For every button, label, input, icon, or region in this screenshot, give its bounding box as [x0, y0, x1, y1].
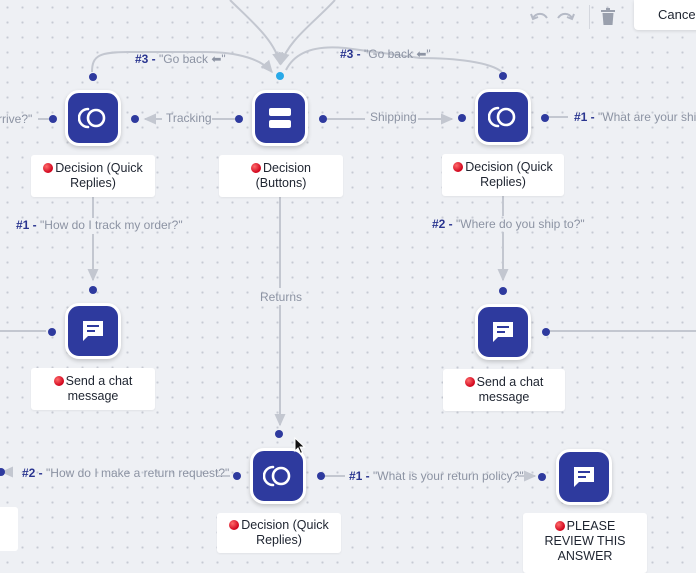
- status-dot-icon: [53, 376, 64, 386]
- edge-label-where-ship[interactable]: #2 - "Where do you ship to?": [432, 217, 585, 231]
- port-decision-bottom-w[interactable]: [233, 472, 241, 480]
- port-chat-left-in[interactable]: [89, 286, 97, 294]
- edge-label-goback-left[interactable]: #3 - "Go back ⬅": [135, 52, 226, 66]
- edge-goback-right: [285, 46, 503, 73]
- decision-quick-replies-node[interactable]: [475, 89, 531, 145]
- port-chat-right-e[interactable]: [542, 328, 550, 336]
- node-label-decision-bottom[interactable]: Decision (Quick Replies): [217, 513, 341, 553]
- review-answer-node[interactable]: [556, 449, 612, 505]
- redo-icon[interactable]: [555, 10, 575, 31]
- port-decision-left-w[interactable]: [49, 115, 57, 123]
- edge-from-top-left: [229, 0, 284, 66]
- node-label-decision-buttons[interactable]: Decision (Buttons): [219, 155, 343, 197]
- edge-from-top-right: [278, 0, 336, 66]
- edge-label-return-policy[interactable]: #1 - "What is your return policy?": [349, 469, 524, 483]
- status-dot-icon: [43, 163, 54, 173]
- decision-quick-replies-node[interactable]: [250, 448, 306, 504]
- edge-label-ship-question[interactable]: #1 - "What are your ship: [574, 110, 696, 124]
- send-chat-message-node[interactable]: [65, 303, 121, 359]
- port-review-w[interactable]: [538, 473, 546, 481]
- node-label-chat-left[interactable]: Send a chat message: [31, 368, 155, 410]
- port-chat-right-in[interactable]: [499, 287, 507, 295]
- port-decision-bottom-e[interactable]: [317, 472, 325, 480]
- toolbar-divider: [589, 5, 590, 29]
- status-dot-icon: [464, 377, 475, 387]
- buttons-icon: [268, 106, 292, 130]
- edge-label-track-order[interactable]: #1 - "How do I track my order?": [16, 218, 183, 232]
- edge-label-returns[interactable]: Returns: [260, 290, 303, 304]
- quick-replies-icon: [263, 465, 293, 487]
- offscreen-node-card[interactable]: [0, 507, 18, 551]
- chat-icon: [491, 320, 515, 344]
- status-dot-icon: [453, 162, 464, 172]
- mouse-cursor-icon: [294, 436, 306, 460]
- port-return-request-end[interactable]: [0, 468, 5, 476]
- port-decision-right-e[interactable]: [541, 114, 549, 122]
- node-label-decision-right[interactable]: Decision (Quick Replies): [442, 154, 564, 196]
- edge-label-tracking[interactable]: Tracking: [166, 111, 212, 125]
- port-decision-buttons-e[interactable]: [319, 115, 327, 123]
- port-decision-buttons-w[interactable]: [235, 115, 243, 123]
- node-label-review[interactable]: PLEASE REVIEW THIS ANSWER: [523, 513, 647, 573]
- port-decision-buttons-in[interactable]: [276, 72, 284, 80]
- send-chat-message-node[interactable]: [475, 304, 531, 360]
- port-decision-left-in[interactable]: [89, 73, 97, 81]
- undo-icon[interactable]: [530, 10, 550, 31]
- edge-label-goback-right[interactable]: #3 - "Go back ⬅": [340, 47, 431, 61]
- edge-label-arrive[interactable]: rrive?": [0, 112, 33, 126]
- decision-buttons-node[interactable]: [252, 90, 308, 146]
- port-decision-right-w[interactable]: [458, 114, 466, 122]
- edge-label-return-request[interactable]: #2 - "How do I make a return request?": [22, 466, 230, 480]
- quick-replies-icon: [488, 106, 518, 128]
- trash-icon[interactable]: [601, 8, 615, 30]
- status-dot-icon: [229, 520, 240, 530]
- chat-icon: [81, 319, 105, 343]
- edge-goback-left: [91, 51, 273, 74]
- node-label-chat-right[interactable]: Send a chat message: [443, 369, 565, 411]
- status-dot-icon: [251, 163, 262, 173]
- port-decision-right-in[interactable]: [499, 72, 507, 80]
- quick-replies-icon: [78, 107, 108, 129]
- cancel-button[interactable]: Cancel: [634, 0, 696, 30]
- status-dot-icon: [554, 521, 565, 531]
- chat-icon: [572, 465, 596, 489]
- port-decision-bottom-in[interactable]: [275, 430, 283, 438]
- port-chat-left-w[interactable]: [48, 328, 56, 336]
- node-label-decision-left[interactable]: Decision (Quick Replies): [31, 155, 155, 197]
- decision-quick-replies-node[interactable]: [65, 90, 121, 146]
- edge-label-shipping[interactable]: Shipping: [370, 110, 417, 124]
- port-decision-left-e[interactable]: [131, 115, 139, 123]
